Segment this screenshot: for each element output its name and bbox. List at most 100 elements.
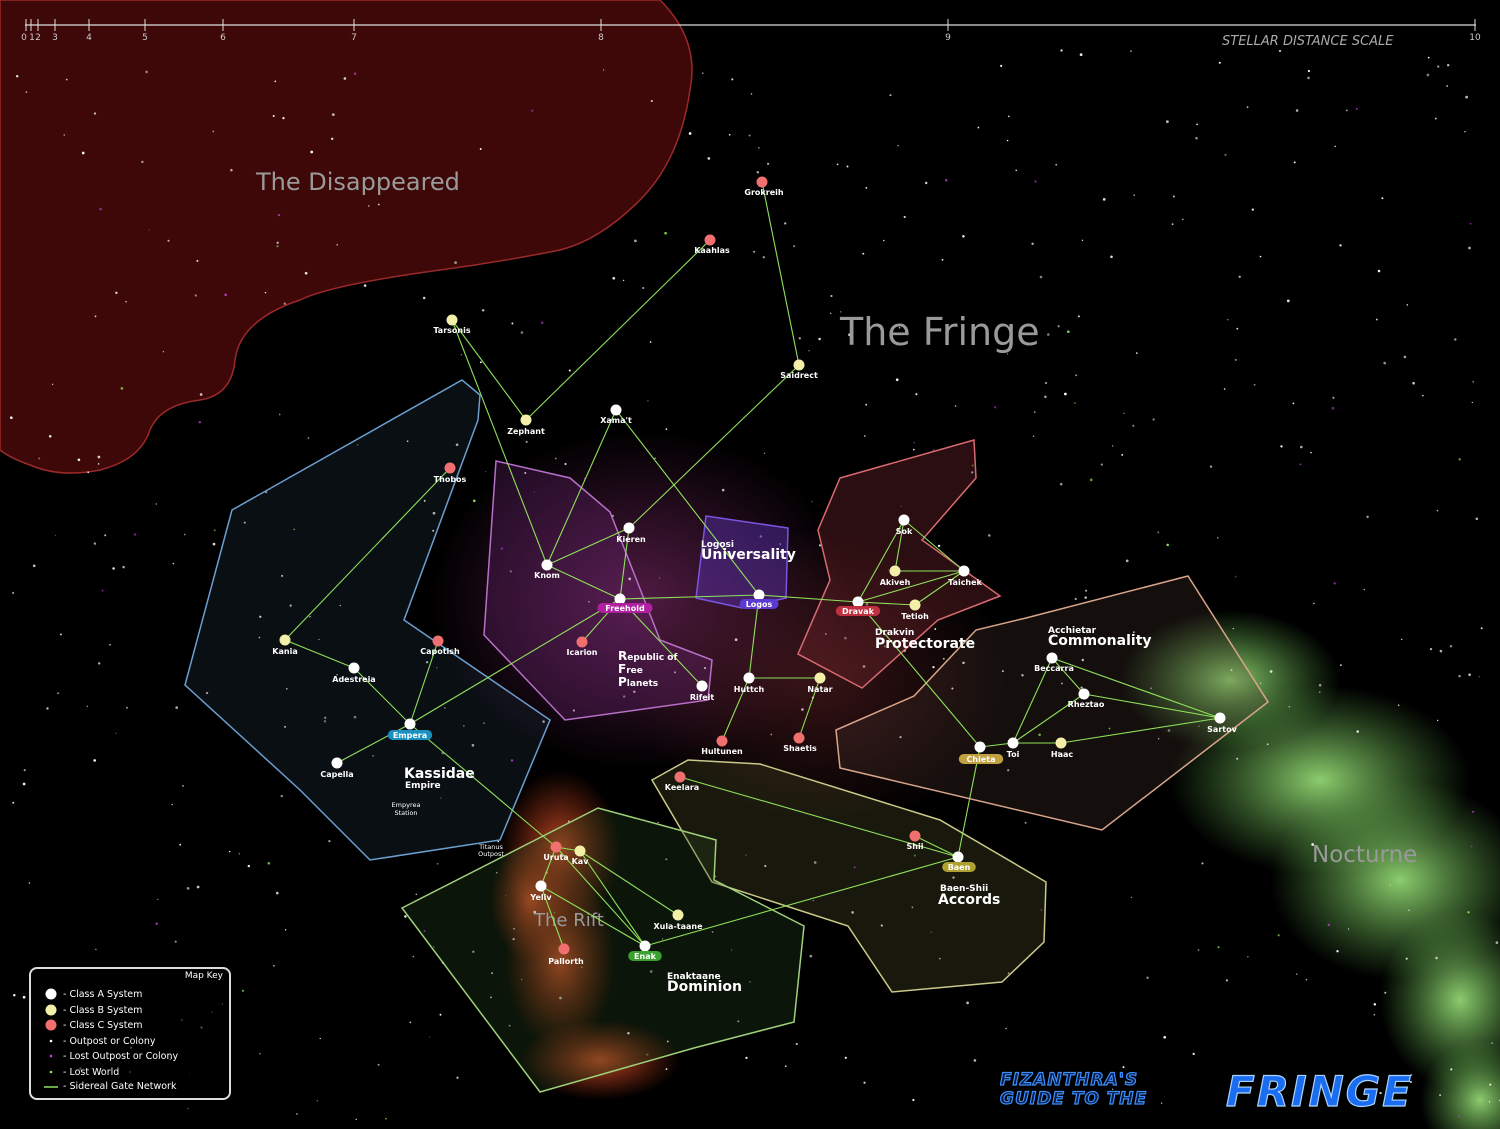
system-label-empera: Empera	[393, 731, 427, 740]
system-marker-hultunen[interactable]	[716, 735, 728, 747]
system-marker-taichek[interactable]	[958, 565, 970, 577]
background-star	[324, 716, 327, 719]
system-marker-knom[interactable]	[541, 559, 553, 571]
background-star	[930, 931, 932, 934]
system-marker-shii[interactable]	[909, 830, 921, 842]
system-empera[interactable]: Empera	[387, 718, 433, 741]
system-kieren[interactable]: Kieren	[616, 522, 646, 545]
system-zephant[interactable]: Zephant	[507, 414, 545, 437]
system-marker-toi[interactable]	[1007, 737, 1019, 749]
system-marker-uruta[interactable]	[550, 841, 562, 853]
system-baen[interactable]: Baen	[942, 851, 976, 873]
system-icarion[interactable]: Icarion	[567, 636, 598, 658]
system-capotish[interactable]: Capotish	[420, 635, 460, 657]
system-marker-thobos[interactable]	[444, 462, 456, 474]
system-marker-rheztao[interactable]	[1078, 688, 1090, 700]
system-marker-kieren[interactable]	[623, 522, 635, 534]
system-marker-tarsonis[interactable]	[446, 314, 458, 326]
background-star	[1111, 445, 1114, 447]
system-marker-capotish[interactable]	[432, 635, 444, 647]
gate-link-thobos-kania	[284, 467, 451, 641]
system-marker-baen[interactable]	[952, 851, 964, 863]
system-marker-shaetis[interactable]	[793, 732, 805, 744]
system-marker-capella[interactable]	[331, 757, 343, 769]
system-marker-dravak[interactable]	[852, 596, 864, 608]
background-star	[846, 165, 849, 168]
system-marker-icarion[interactable]	[576, 636, 588, 648]
system-marker-chieta[interactable]	[974, 741, 986, 753]
system-grokreih[interactable]: Grokreih	[744, 176, 784, 198]
system-logos[interactable]: Logos	[739, 589, 779, 610]
background-star	[1332, 396, 1335, 399]
background-star	[818, 337, 821, 341]
system-marker-sartov[interactable]	[1214, 712, 1226, 724]
key-gate: - Sidereal Gate Network	[43, 1081, 176, 1092]
system-marker-kav[interactable]	[574, 845, 586, 857]
system-keelara[interactable]: Keelara	[665, 771, 699, 793]
system-marker-kaahlas[interactable]	[704, 234, 716, 246]
background-star	[862, 252, 865, 255]
background-star	[1074, 597, 1077, 601]
system-marker-empera[interactable]	[404, 718, 416, 730]
system-tarsonis[interactable]: Tarsonis	[433, 314, 471, 336]
system-marker-enak[interactable]	[639, 940, 651, 952]
system-shii[interactable]: Shii	[907, 830, 924, 852]
system-marker-adestreia[interactable]	[348, 662, 360, 674]
system-marker-zephant[interactable]	[520, 414, 532, 426]
system-hultunen[interactable]: Hultunen	[701, 735, 743, 757]
system-thobos[interactable]: Thobos	[434, 462, 467, 485]
system-dravak[interactable]: Dravak	[835, 596, 881, 617]
system-marker-huttch[interactable]	[743, 672, 755, 684]
background-star	[276, 244, 279, 248]
system-saidrect[interactable]: Saidrect	[780, 359, 818, 381]
system-xamat[interactable]: Xama't	[600, 404, 632, 426]
system-marker-kania[interactable]	[279, 634, 291, 646]
system-pallorth[interactable]: Pallorth	[548, 943, 584, 967]
system-xulataane[interactable]: Xula-taane	[653, 909, 703, 932]
system-marker-pallorth[interactable]	[558, 943, 570, 955]
system-kania[interactable]: Kania	[272, 634, 298, 657]
system-rheztao[interactable]: Rheztao	[1068, 688, 1105, 710]
system-sartov[interactable]: Sartov	[1207, 712, 1238, 735]
system-marker-yeliv[interactable]	[535, 880, 547, 892]
system-marker-freehold[interactable]	[614, 593, 626, 605]
system-marker-akiveh[interactable]	[889, 565, 901, 577]
system-kav[interactable]: Kav	[572, 845, 590, 867]
system-marker-keelara[interactable]	[674, 771, 686, 783]
system-uruta[interactable]: Uruta	[543, 841, 569, 863]
system-yeliv[interactable]: Yeliv	[529, 880, 552, 903]
system-knom[interactable]: Knom	[534, 559, 560, 581]
system-label-saidrect: Saidrect	[780, 371, 818, 380]
system-natar[interactable]: Natar	[807, 672, 833, 695]
system-marker-natar[interactable]	[814, 672, 826, 684]
system-marker-beccarra[interactable]	[1046, 652, 1058, 664]
system-marker-xamat[interactable]	[610, 404, 622, 416]
system-marker-tetioh[interactable]	[909, 599, 921, 611]
system-kaahlas[interactable]: Kaahlas	[694, 234, 730, 256]
system-rifeit[interactable]: Rifeit	[690, 680, 715, 703]
system-marker-rifeit[interactable]	[696, 680, 708, 692]
system-toi[interactable]: Toi	[1007, 737, 1020, 760]
system-label-zephant: Zephant	[507, 427, 545, 436]
system-enak[interactable]: Enak	[628, 940, 662, 962]
system-haac[interactable]: Haac	[1051, 737, 1073, 760]
system-marker-grokreih[interactable]	[756, 176, 768, 188]
system-adestreia[interactable]: Adestreia	[332, 662, 376, 685]
system-freehold[interactable]: Freehold	[597, 593, 653, 614]
system-akiveh[interactable]: Akiveh	[880, 565, 911, 588]
system-capella[interactable]: Capella	[320, 757, 354, 780]
background-star	[658, 577, 661, 579]
system-huttch[interactable]: Huttch	[734, 672, 765, 695]
system-marker-saidrect[interactable]	[793, 359, 805, 371]
system-sok[interactable]: Sok	[896, 514, 913, 537]
system-chieta[interactable]: Chieta	[958, 741, 1004, 765]
system-beccarra[interactable]: Beccarra	[1034, 652, 1074, 674]
system-marker-haac[interactable]	[1055, 737, 1067, 749]
system-shaetis[interactable]: Shaetis	[783, 732, 817, 754]
system-marker-logos[interactable]	[753, 589, 765, 601]
system-taichek[interactable]: Taichek	[948, 565, 983, 588]
system-tetioh[interactable]: Tetioh	[901, 599, 929, 622]
system-marker-sok[interactable]	[898, 514, 910, 526]
system-marker-xulataane[interactable]	[672, 909, 684, 921]
background-star	[319, 1037, 321, 1040]
